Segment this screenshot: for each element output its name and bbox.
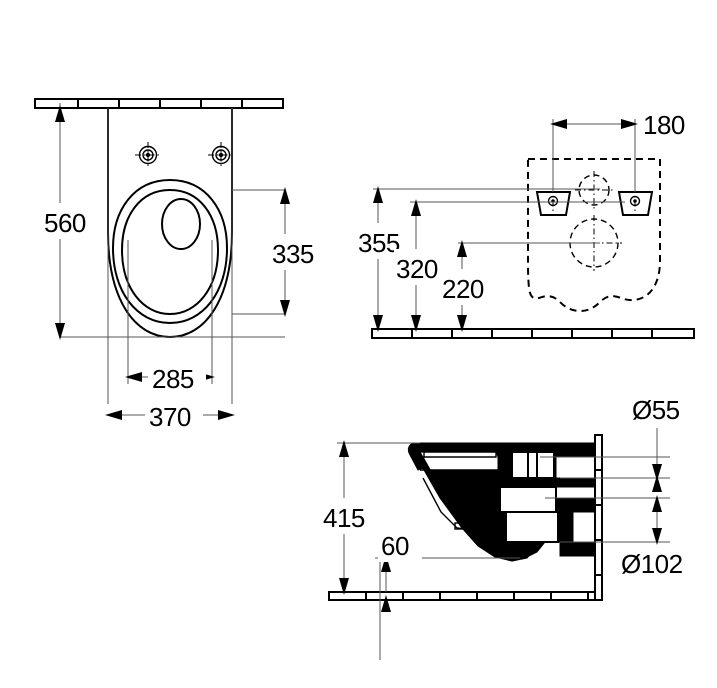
top-view-extension-lines — [59, 103, 285, 404]
side-view-floor — [328, 591, 602, 601]
water-inlet-circle-front — [575, 171, 613, 209]
dim-label-335: 335 — [272, 239, 314, 269]
dim-285: 285 — [125, 359, 215, 395]
dim-320: 320 — [394, 199, 452, 332]
dim-label-60: 60 — [381, 531, 409, 561]
dim-dia-55: Ø55 — [632, 395, 680, 492]
top-view-wall — [34, 98, 284, 109]
dim-label-220: 220 — [442, 274, 484, 304]
front-view-extension-lines — [373, 119, 636, 244]
dim-label-415: 415 — [323, 503, 365, 533]
mounting-bolt-left-plan — [135, 142, 161, 168]
side-view-extension-lines — [337, 428, 670, 660]
wc-bowl-inner-plan — [120, 188, 220, 316]
dim-label-560: 560 — [44, 208, 86, 238]
flush-pipe-detail — [499, 451, 559, 543]
dim-370: 370 — [105, 397, 235, 433]
mounting-bolt-right-plan — [208, 142, 234, 168]
dim-label-320: 320 — [396, 254, 438, 284]
dim-60: 60 — [378, 528, 422, 612]
wc-rim-outline-plan — [111, 178, 229, 325]
top-view-group: 560 335 285 370 — [34, 98, 328, 433]
dim-label-285: 285 — [152, 364, 194, 394]
side-view-wall — [594, 434, 603, 601]
side-view-group: 415 60 Ø55 Ø102 — [320, 395, 683, 660]
dim-label-180: 180 — [643, 110, 685, 140]
dim-label-370: 370 — [149, 402, 191, 432]
dim-180: 180 — [550, 110, 685, 140]
front-view-floor — [371, 328, 695, 339]
front-view-group: 180 355 320 220 — [356, 110, 695, 339]
dim-label-dia-55: Ø55 — [632, 395, 680, 425]
dim-415: 415 — [320, 440, 378, 595]
dim-220: 220 — [440, 240, 498, 332]
flush-opening-plan — [161, 198, 201, 250]
dim-dia-102: Ø102 — [621, 495, 683, 579]
dim-label-dia-102: Ø102 — [621, 549, 683, 579]
dim-560: 560 — [38, 105, 96, 340]
dim-335: 335 — [268, 187, 328, 317]
dim-label-355: 355 — [358, 228, 400, 258]
wc-pan-outline-hidden-front — [527, 158, 661, 313]
